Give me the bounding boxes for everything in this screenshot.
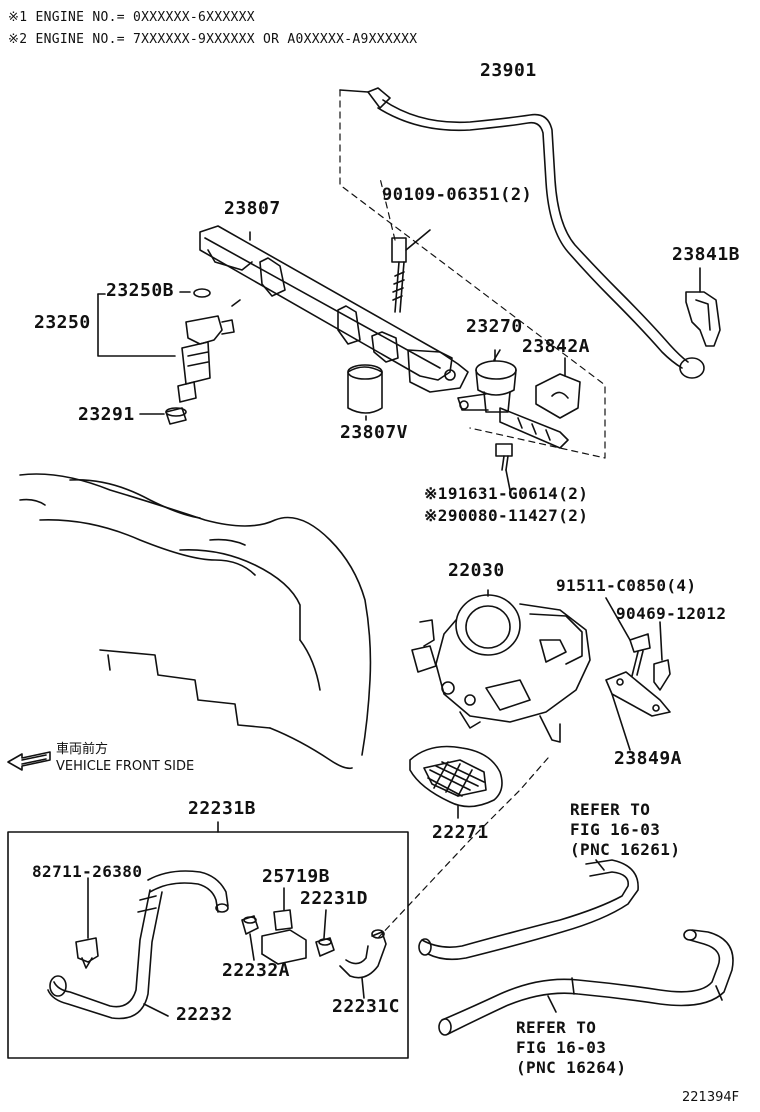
hose-kit-box bbox=[8, 832, 408, 1058]
clip-23842A bbox=[536, 358, 580, 418]
part-label-91631: ※191631-G0614(2) bbox=[424, 484, 589, 503]
part-label-25719B: 25719B bbox=[262, 866, 331, 887]
insulator-23807V bbox=[348, 365, 382, 413]
refer-16261-line2: FIG 16-03 bbox=[570, 820, 661, 839]
injector-23250 bbox=[98, 289, 234, 402]
part-label-90109: 90109-06351(2) bbox=[382, 185, 533, 205]
clamp-22231D bbox=[316, 910, 334, 956]
part-label-22030: 22030 bbox=[448, 560, 505, 581]
front-arrow bbox=[8, 752, 50, 770]
part-label-91511: 91511-C0850(4) bbox=[556, 576, 697, 595]
part-label-23807V: 23807V bbox=[340, 422, 409, 443]
front-label-en: VEHICLE FRONT SIDE bbox=[56, 759, 195, 774]
refer-16264-line3: (PNC 16264) bbox=[516, 1058, 627, 1077]
engine-note-1: ※1 ENGINE NO.= 0XXXXXX-6XXXXXX bbox=[8, 10, 255, 25]
figure-id: 221394F bbox=[682, 1090, 740, 1105]
part-label-23849A: 23849A bbox=[614, 748, 683, 769]
part-label-22231B: 22231B bbox=[188, 798, 257, 819]
part-label-90080: ※290080-11427(2) bbox=[424, 506, 589, 525]
part-label-23250B: 23250B bbox=[106, 280, 175, 301]
gasket-22271 bbox=[410, 747, 502, 807]
clamp-23841B bbox=[686, 268, 720, 346]
bolt-91631 bbox=[496, 444, 512, 470]
refer-16264-line2: FIG 16-03 bbox=[516, 1038, 607, 1057]
part-label-22271: 22271 bbox=[432, 822, 489, 843]
seal-23291 bbox=[166, 408, 186, 424]
refer-16264-line1: REFER TO bbox=[516, 1018, 597, 1037]
bracket-23849A bbox=[606, 672, 670, 750]
clip-82711 bbox=[76, 878, 98, 968]
part-label-23901: 23901 bbox=[480, 60, 537, 81]
screw-90469 bbox=[654, 622, 670, 690]
part-label-23807: 23807 bbox=[224, 198, 281, 219]
part-label-22232: 22232 bbox=[176, 1004, 233, 1025]
bolt-91511 bbox=[606, 598, 650, 676]
front-label-jp: 車両前方 bbox=[56, 742, 109, 757]
hose-22231C bbox=[340, 930, 386, 998]
dashed-leaders-top bbox=[340, 90, 605, 458]
part-label-23841B: 23841B bbox=[672, 244, 741, 265]
clamp-22232A bbox=[242, 916, 258, 960]
fuel-hose-23901 bbox=[340, 88, 704, 378]
part-label-23250: 23250 bbox=[34, 312, 91, 333]
engine-note-2: ※2 ENGINE NO.= 7XXXXXX-9XXXXXX OR A0XXXX… bbox=[8, 32, 418, 47]
hose-16264 bbox=[439, 930, 733, 1035]
part-label-23291: 23291 bbox=[78, 404, 135, 425]
refer-16261-line3: (PNC 16261) bbox=[570, 840, 681, 859]
fuel-rail-23807 bbox=[200, 226, 468, 392]
part-label-22232A: 22232A bbox=[222, 960, 291, 981]
hose-22232 bbox=[48, 871, 228, 1019]
part-label-22231D: 22231D bbox=[300, 888, 369, 909]
part-label-82711: 82711-26380 bbox=[32, 862, 143, 881]
part-label-23842A: 23842A bbox=[522, 336, 591, 357]
throttle-body-22030 bbox=[412, 590, 590, 742]
regulator-23270 bbox=[458, 350, 568, 448]
part-label-22231C: 22231C bbox=[332, 996, 401, 1017]
bolt-90109 bbox=[392, 230, 430, 312]
dashed-leader-gasket bbox=[378, 758, 548, 938]
engine-outline bbox=[20, 474, 370, 768]
part-label-23270: 23270 bbox=[466, 316, 523, 337]
leader-lines bbox=[140, 292, 510, 818]
hose-16261 bbox=[419, 860, 638, 959]
valve-25719B bbox=[262, 888, 306, 964]
part-label-90469: 90469-12012 bbox=[616, 604, 727, 623]
refer-16261-line1: REFER TO bbox=[570, 800, 651, 819]
